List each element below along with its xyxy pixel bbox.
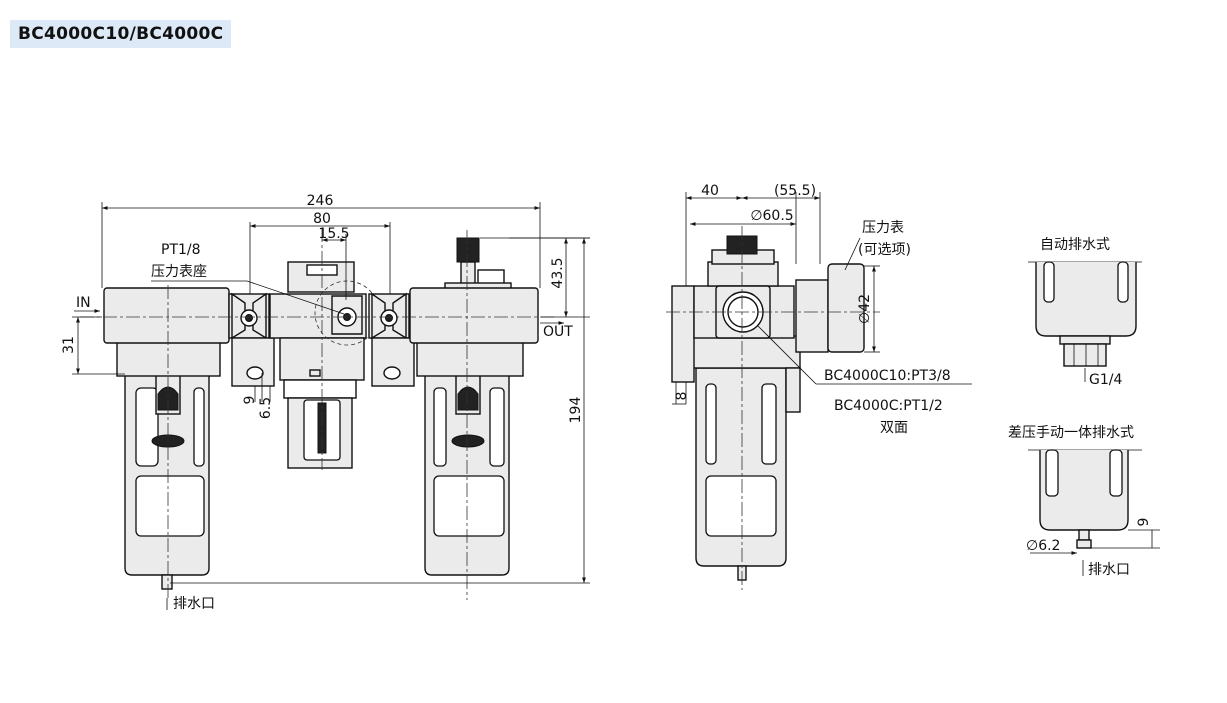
dim-dia-60-5: ∅60.5 [750, 208, 793, 224]
dim-depth-55-5: (55.5) [774, 183, 816, 199]
lubricator-unit-right [409, 237, 539, 576]
dim-dia-42: ∅42 [857, 294, 873, 324]
dim-port-height: 31 [61, 336, 77, 354]
diff-drain-detail: 差压手动一体排水式 9 ∅6.2 排水口 [1008, 425, 1160, 578]
dim-bracket-6-5: 6.5 [258, 397, 274, 419]
auto-drain-thread: G1/4 [1089, 372, 1122, 388]
diff-drain-label: 排水口 [1088, 562, 1130, 578]
gauge-option-label: (可选项) [858, 242, 911, 258]
port-thread-c: BC4000C:PT1/2 [834, 398, 943, 414]
port-out-label: OUT [543, 324, 573, 340]
port-in-label: IN [76, 295, 91, 311]
dim-total-width: 246 [307, 193, 334, 209]
dim-knob-height: 43.5 [550, 257, 566, 288]
front-view: 246 80 15.5 43.5 194 31 9 6.5 IN [61, 193, 590, 612]
auto-drain-detail: 自动排水式 G1/4 [1028, 237, 1142, 388]
connector-left [228, 292, 275, 387]
filter-unit-left [103, 287, 230, 590]
diff-drain-dia: ∅6.2 [1026, 538, 1060, 554]
side-view: 40 (55.5) ∅60.5 ∅42 8 压力表 (可选项) BC4000C1… [666, 183, 972, 590]
dim-gauge-width: 15.5 [318, 226, 349, 242]
gauge-port-thread: PT1/8 [161, 242, 201, 258]
auto-drain-title: 自动排水式 [1040, 237, 1110, 253]
diff-drain-dim-9: 9 [1136, 518, 1152, 527]
dim-depth-40: 40 [701, 183, 719, 199]
dim-total-height: 194 [568, 397, 584, 424]
diff-drain-title: 差压手动一体排水式 [1008, 425, 1134, 441]
drain-label-front: 排水口 [173, 596, 215, 612]
both-sides-label: 双面 [880, 420, 908, 436]
connector-right [368, 292, 415, 387]
dim-mid-width: 80 [313, 211, 331, 227]
model-title: BC4000C10/BC4000C [10, 20, 232, 48]
gauge-port-name: 压力表座 [151, 264, 207, 280]
dim-bottom-8: 8 [674, 392, 690, 401]
gauge-label: 压力表 [862, 220, 904, 236]
port-thread-c10: BC4000C10:PT3/8 [824, 368, 951, 384]
regulator-unit [269, 261, 380, 469]
model-title-text: BC4000C10/BC4000C [18, 24, 224, 44]
dim-bracket-9: 9 [242, 396, 258, 405]
